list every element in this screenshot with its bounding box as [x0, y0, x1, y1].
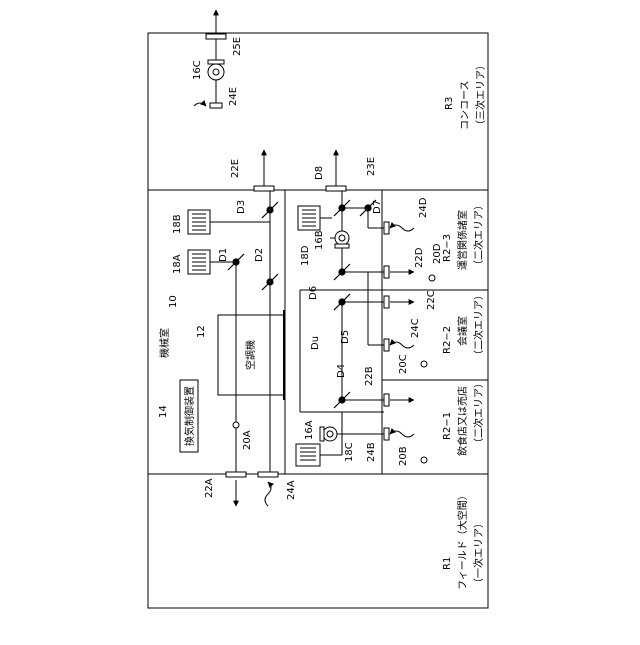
ref-16c: 16C: [192, 60, 203, 80]
ref-20b: 20B: [398, 446, 409, 466]
ref-24c: 24C: [410, 318, 421, 338]
ref-23e: 23E: [366, 157, 377, 176]
ref-d1: D1: [218, 248, 229, 262]
ref-d7: D7: [372, 200, 383, 214]
room-r3-sub: （三次エリア）: [474, 60, 487, 130]
ref-d8: D8: [314, 166, 325, 180]
room-r23-sub: （二次エリア）: [472, 200, 485, 270]
blower-16c: [208, 60, 224, 80]
vent-24a: [258, 472, 278, 477]
building-outline: [148, 33, 488, 608]
ref-d3: D3: [236, 200, 247, 214]
arrow-return-24a: [265, 482, 271, 506]
ref-22a: 22A: [204, 478, 215, 498]
ref-24a: 24A: [286, 480, 297, 500]
room-r21-name: 飲食店又は売店: [456, 386, 469, 456]
ref-du: Du: [310, 336, 321, 350]
blower-16a: [320, 427, 337, 441]
ref-24b: 24B: [366, 442, 377, 462]
room-r3-name: コンコース: [460, 81, 471, 131]
ref-22d: 22D: [414, 247, 425, 268]
vent-23e: [326, 186, 346, 191]
room-r1-sub: （一次エリア）: [472, 518, 485, 588]
controller-label: 換気制御装置: [183, 386, 196, 446]
room-r22-code: R2−2: [442, 326, 453, 354]
sensor-20d: [429, 275, 435, 281]
fan-unit-18b: [188, 210, 210, 234]
vent-24d: [384, 222, 389, 234]
ref-20d: 20D: [432, 243, 443, 264]
arrow-return-24d: [390, 225, 414, 231]
ref-22e: 22E: [230, 159, 241, 178]
fan-unit-18c: [296, 444, 320, 466]
ref-24e: 24E: [228, 87, 239, 106]
ref-18b: 18B: [172, 214, 183, 234]
room-r22-name: 会議室: [456, 316, 469, 346]
vent-22b: [384, 394, 389, 406]
ref-22b: 22B: [364, 366, 375, 386]
vent-22d: [384, 266, 389, 278]
room-r1-code: R1: [442, 557, 453, 570]
room-r23-name: 運営関係諸室: [456, 210, 469, 270]
ref-25e: 25E: [232, 37, 243, 56]
sensor-20a: [233, 422, 239, 428]
vent-24b: [384, 428, 389, 440]
ref-16a: 16A: [304, 420, 315, 440]
ref-22c: 22C: [426, 290, 437, 310]
ref-d5: D5: [340, 330, 351, 344]
ref-20a: 20A: [242, 430, 253, 450]
vent-24c: [384, 339, 389, 351]
ref-d4: D4: [336, 364, 347, 378]
room-r21-sub: （二次エリア）: [472, 378, 485, 448]
room-r3-code: R3: [444, 97, 455, 110]
vent-22a: [226, 472, 246, 477]
sensor-20c: [421, 361, 427, 367]
ref-d2: D2: [254, 248, 265, 262]
vent-22c: [384, 296, 389, 308]
room-r22-sub: （二次エリア）: [472, 290, 485, 360]
ahu-label: 空調機: [244, 340, 257, 370]
vent-22e: [254, 186, 274, 191]
room-r21-code: R2−1: [442, 412, 453, 440]
fan-unit-18d: [298, 206, 320, 230]
arrow-return-24b: [390, 431, 414, 437]
ref-16b: 16B: [314, 230, 325, 250]
ref-12: 12: [196, 325, 207, 338]
ref-14: 14: [158, 405, 169, 418]
ref-20c: 20C: [398, 354, 409, 374]
ref-d6: D6: [308, 286, 319, 300]
arrow-return-24e: [194, 103, 206, 106]
arrow-return-24c: [390, 342, 414, 348]
ref-18a: 18A: [172, 254, 183, 274]
machine-room-label: 機械室: [158, 328, 171, 358]
ref-24d: 24D: [418, 197, 429, 218]
sensor-20b: [421, 457, 427, 463]
room-r23-code: R2−3: [442, 234, 453, 262]
ref-18c: 18C: [344, 442, 355, 462]
vent-24e: [210, 103, 222, 108]
ref-18d: 18D: [300, 245, 311, 266]
ref-10: 10: [168, 295, 179, 308]
blower-16b: [335, 231, 349, 248]
room-r1-name: フィールド（大空間）: [456, 490, 469, 590]
fan-unit-18a: [188, 250, 210, 274]
vent-25e: [206, 34, 226, 39]
